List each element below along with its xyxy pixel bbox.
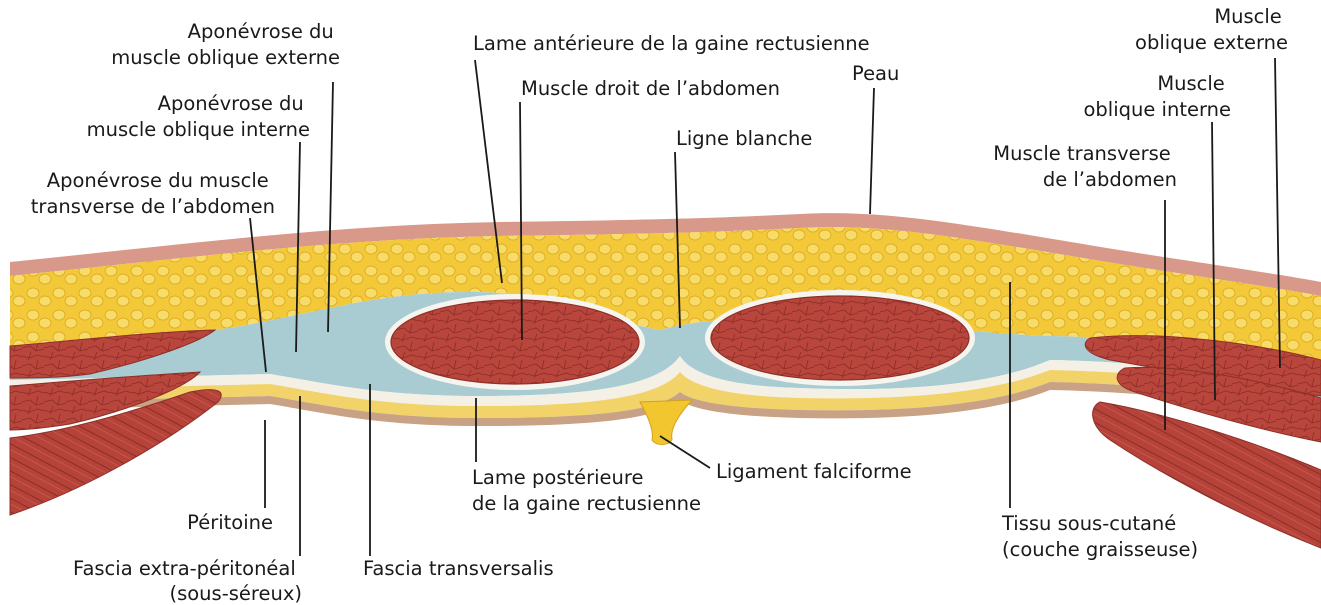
label-aponevrose-oblique-interne: Aponévrose du muscle oblique interne (87, 92, 310, 141)
label-peritoine: Péritoine (187, 511, 273, 534)
label-fascia-extra-peritoneal: Fascia extra-péritonéal (sous-séreux) (73, 557, 302, 605)
label-ligament-falciforme: Ligament falciforme (716, 460, 912, 483)
label-muscle-transverse: Muscle transverse de l’abdomen (993, 142, 1177, 191)
rectus-left-muscle (391, 300, 639, 384)
label-aponevrose-transverse: Aponévrose du muscle transverse de l’abd… (31, 169, 275, 218)
rectus-right-muscle (711, 296, 969, 380)
label-fascia-transversalis: Fascia transversalis (363, 557, 554, 580)
label-muscle-oblique-externe: Muscle oblique externe (1135, 5, 1288, 54)
label-muscle-droit: Muscle droit de l’abdomen (521, 77, 780, 100)
leader-peau (870, 88, 874, 214)
label-ligne-blanche: Ligne blanche (676, 127, 812, 150)
falciform-ligament (640, 400, 692, 445)
leader-ligament-falciforme (660, 436, 710, 468)
label-lame-anterieure: Lame antérieure de la gaine rectusienne (473, 32, 870, 55)
label-aponevrose-oblique-externe: Aponévrose du muscle oblique externe (111, 20, 340, 69)
label-lame-posterieure: Lame postérieure de la gaine rectusienne (472, 466, 701, 515)
label-muscle-oblique-interne: Muscle oblique interne (1083, 72, 1231, 121)
label-tissu-sous-cutane: Tissu sous-cutané (couche graisseuse) (1001, 512, 1198, 561)
label-peau: Peau (852, 62, 899, 85)
